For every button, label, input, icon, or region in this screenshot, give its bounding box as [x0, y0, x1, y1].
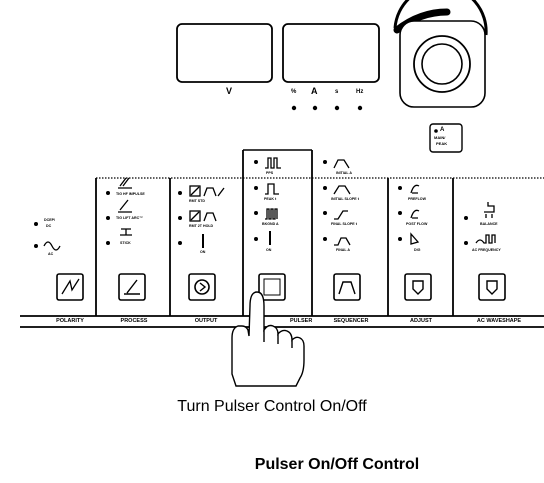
- section-label-sequencer: SEQUENCER: [318, 318, 384, 324]
- amps-display: [283, 24, 379, 82]
- process-item-1: TIG HF IMPULSE: [116, 192, 145, 196]
- volts-display: [177, 24, 272, 82]
- section-label-output: OUTPUT: [176, 318, 236, 324]
- indicator-leds: [34, 160, 468, 248]
- sequencer-button[interactable]: [334, 274, 360, 300]
- section-label-ac-waveshape: AC WAVESHAPE: [458, 318, 540, 324]
- unit-indicator-leds: [292, 106, 362, 110]
- volts-label: V: [226, 86, 232, 96]
- polarity-button[interactable]: [57, 274, 83, 300]
- adjust-button[interactable]: [405, 274, 431, 300]
- output-item-2: RMT 2T HOLD: [189, 224, 213, 228]
- pulser-item-2: PEAK t: [264, 197, 276, 201]
- adjust-item-3: DIG: [414, 248, 420, 252]
- output-item-1: RMT STD: [189, 199, 205, 203]
- sequencer-item-4: FINAL A: [336, 248, 350, 252]
- section-label-adjust: ADJUST: [392, 318, 450, 324]
- main-peak-a-label: A: [440, 127, 444, 133]
- encoder-knob[interactable]: [395, 0, 486, 107]
- polarity-dc-label: DC: [46, 224, 51, 228]
- section-label-process: PROCESS: [104, 318, 164, 324]
- sequencer-item-1: INITIAL A: [336, 171, 352, 175]
- process-button[interactable]: [119, 274, 145, 300]
- ac-waveshape-item-2: AC FREQUENCY: [472, 248, 501, 252]
- main-peak-line2: MAIN/: [434, 135, 445, 140]
- section-label-pulser: PULSER: [290, 318, 312, 324]
- amps-label: A: [311, 86, 318, 96]
- process-item-2: TIG LIFT ARC™: [116, 216, 143, 220]
- hz-label: Hz: [356, 89, 363, 95]
- seconds-label: s: [335, 89, 338, 95]
- output-item-3: ON: [200, 250, 205, 254]
- pulser-item-1: PPS: [266, 171, 273, 175]
- process-item-3: STICK: [120, 241, 131, 245]
- adjust-item-2: POST FLOW: [406, 222, 427, 226]
- pulser-item-3: BKGND A: [262, 222, 279, 226]
- pulser-item-4: ON: [266, 248, 271, 252]
- section-label-polarity: POLARITY: [40, 318, 100, 324]
- polarity-dcep-label: DCEP/: [44, 218, 55, 222]
- percent-label: %: [291, 89, 296, 95]
- ac-waveshape-item-1: BALANCE: [480, 222, 498, 226]
- polarity-ac-label: AC: [48, 252, 53, 256]
- sequencer-item-2: INITIAL SLOPE t: [331, 197, 359, 201]
- output-button[interactable]: [189, 274, 215, 300]
- adjust-item-1: PREFLOW: [408, 197, 426, 201]
- sequencer-item-3: FINAL SLOPE t: [331, 222, 357, 226]
- caption: Turn Pulser Control On/Off: [0, 398, 544, 416]
- main-peak-line3: PEAK: [436, 141, 447, 146]
- figure-title: Pulser On/Off Control: [0, 456, 544, 474]
- ac-waveshape-button[interactable]: [479, 274, 505, 300]
